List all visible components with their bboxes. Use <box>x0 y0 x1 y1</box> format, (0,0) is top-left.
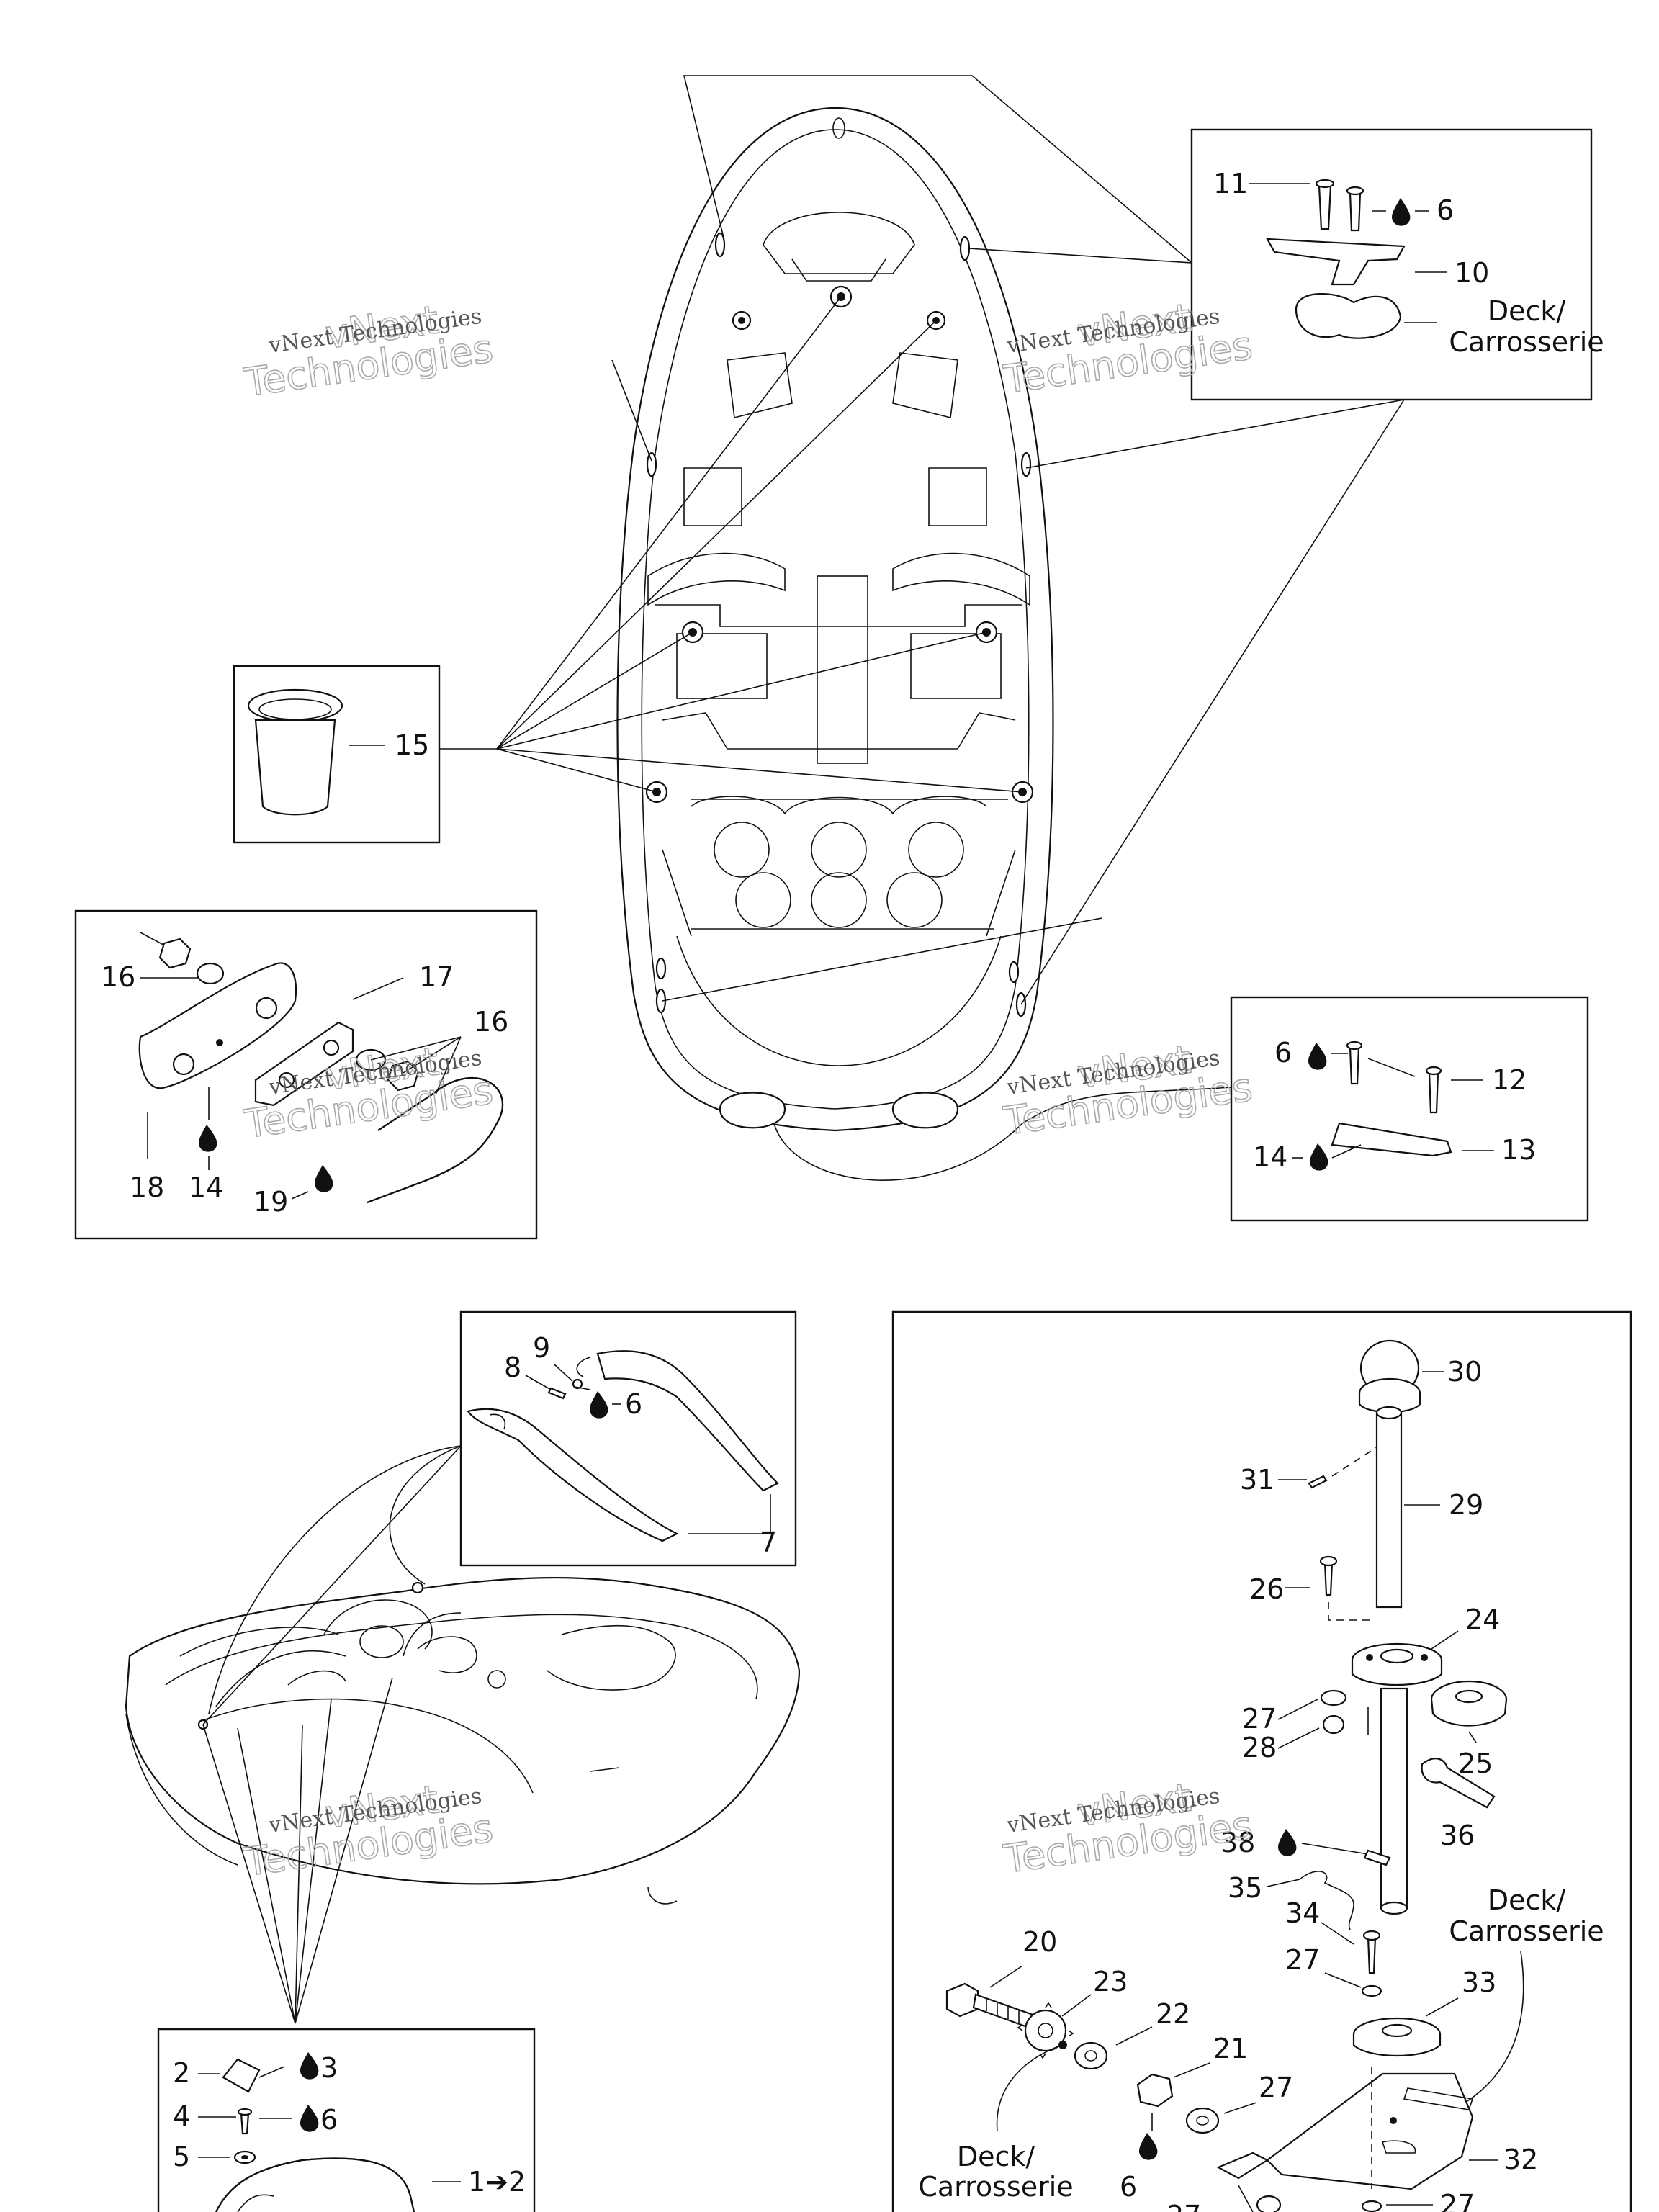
callout-32: 32 <box>1503 2144 1538 2175</box>
callout-21: 21 <box>1213 2033 1248 2064</box>
callout-14b: 14 <box>1253 1141 1287 1173</box>
callout-12: 12 <box>1492 1064 1527 1096</box>
callout-8: 8 <box>504 1352 521 1383</box>
callout-27c: 27 <box>1259 2072 1293 2103</box>
deck-label-line1: Deck/ <box>1488 295 1566 327</box>
watermark-5: Technologies vNext vNext Technologies <box>240 1776 496 1886</box>
grab-handle-callout-box: 9 8 6 7 <box>459 1310 797 1567</box>
watermark-6: Technologies vNext vNext Technologies <box>1000 1774 1256 1883</box>
callout-27a: 27 <box>1242 1703 1277 1735</box>
callout-33: 33 <box>1462 1966 1496 1998</box>
callout-7: 7 <box>760 1527 777 1558</box>
callout-19: 19 <box>253 1186 288 1218</box>
callout-29: 29 <box>1449 1489 1483 1521</box>
footwell-callout-box: 2 3 4 6 5 1➔2 <box>157 2028 536 2212</box>
callout-23: 23 <box>1093 1966 1128 1997</box>
callout-6c: 6 <box>625 1388 642 1420</box>
watermark-2: Technologies vNext vNext Technologies <box>1000 295 1256 403</box>
callout-30: 30 <box>1447 1356 1482 1388</box>
deck-label-steering-2: Carrosserie <box>1449 1915 1604 1947</box>
u-bolt-callout-box: 16 17 16 18 14 19 <box>74 909 538 1240</box>
callout-25: 25 <box>1458 1748 1493 1779</box>
drop-icon <box>300 2105 319 2132</box>
callout-16b: 16 <box>474 1006 508 1038</box>
callout-6: 6 <box>1437 194 1454 226</box>
callout-27d: 27 <box>1166 2200 1201 2212</box>
drop-icon <box>1308 1043 1327 1070</box>
drop-icon <box>199 1125 217 1152</box>
deck-label-bottom-2: Carrosserie <box>918 2171 1073 2203</box>
callout-22: 22 <box>1156 1998 1190 2030</box>
callout-38: 38 <box>1220 1827 1255 1858</box>
callout-14: 14 <box>189 1172 223 1203</box>
callout-2: 2 <box>173 2057 190 2089</box>
callout-6d: 6 <box>1120 2171 1137 2203</box>
steering-column-callout-box: 30 29 31 26 24 27 28 <box>891 1310 1632 2212</box>
callout-17: 17 <box>419 961 454 993</box>
watermark-1: Technologies vNext vNext Technologies <box>240 297 496 406</box>
deck-label-line2: Carrosserie <box>1449 326 1604 358</box>
boat-perspective-view <box>125 1445 801 2024</box>
callout-35: 35 <box>1228 1872 1262 1904</box>
callout-24: 24 <box>1465 1604 1500 1635</box>
callout-31: 31 <box>1240 1464 1274 1496</box>
drop-icon <box>1310 1143 1328 1171</box>
drop-icon <box>300 2052 319 2080</box>
callout-27b: 27 <box>1285 1944 1320 1976</box>
callout-1: 1➔2 <box>468 2166 526 2198</box>
watermark-4: Technologies vNext vNext Technologies <box>1000 1036 1256 1145</box>
callout-16: 16 <box>101 961 135 993</box>
drop-icon <box>590 1391 608 1419</box>
deck-label-bottom-1: Deck/ <box>957 2141 1035 2172</box>
stern-eye-callout-box: 6 12 14 13 <box>1230 996 1589 1222</box>
callout-9: 9 <box>533 1332 550 1364</box>
callout-27e: 27 <box>1440 2189 1475 2212</box>
callout-13: 13 <box>1501 1134 1536 1166</box>
callout-36: 36 <box>1440 1820 1475 1851</box>
callout-11: 11 <box>1213 168 1248 199</box>
callout-26: 26 <box>1249 1573 1284 1605</box>
callout-28: 28 <box>1242 1732 1277 1763</box>
callout-15: 15 <box>395 729 429 761</box>
drop-icon <box>1139 2133 1158 2160</box>
callout-5: 5 <box>173 2141 190 2172</box>
callout-4: 4 <box>173 2100 190 2132</box>
cleat-callout-box: 11 6 10 Deck/ Carrosserie <box>1190 128 1604 401</box>
callout-34: 34 <box>1285 1897 1320 1929</box>
callout-10: 10 <box>1455 257 1489 289</box>
callout-20: 20 <box>1022 1926 1057 1958</box>
drop-icon <box>315 1165 333 1192</box>
callout-6b: 6 <box>1274 1037 1292 1069</box>
drop-icon <box>1278 1829 1297 1856</box>
callout-3: 3 <box>320 2052 338 2084</box>
deck-label-steering-1: Deck/ <box>1488 1884 1566 1916</box>
cup-holder-callout-box: 15 <box>233 296 1023 844</box>
callout-18: 18 <box>130 1172 164 1203</box>
watermark-3: Technologies vNext vNext Technologies <box>240 1038 496 1148</box>
callout-6e: 6 <box>320 2104 338 2136</box>
drop-icon <box>1392 198 1411 226</box>
